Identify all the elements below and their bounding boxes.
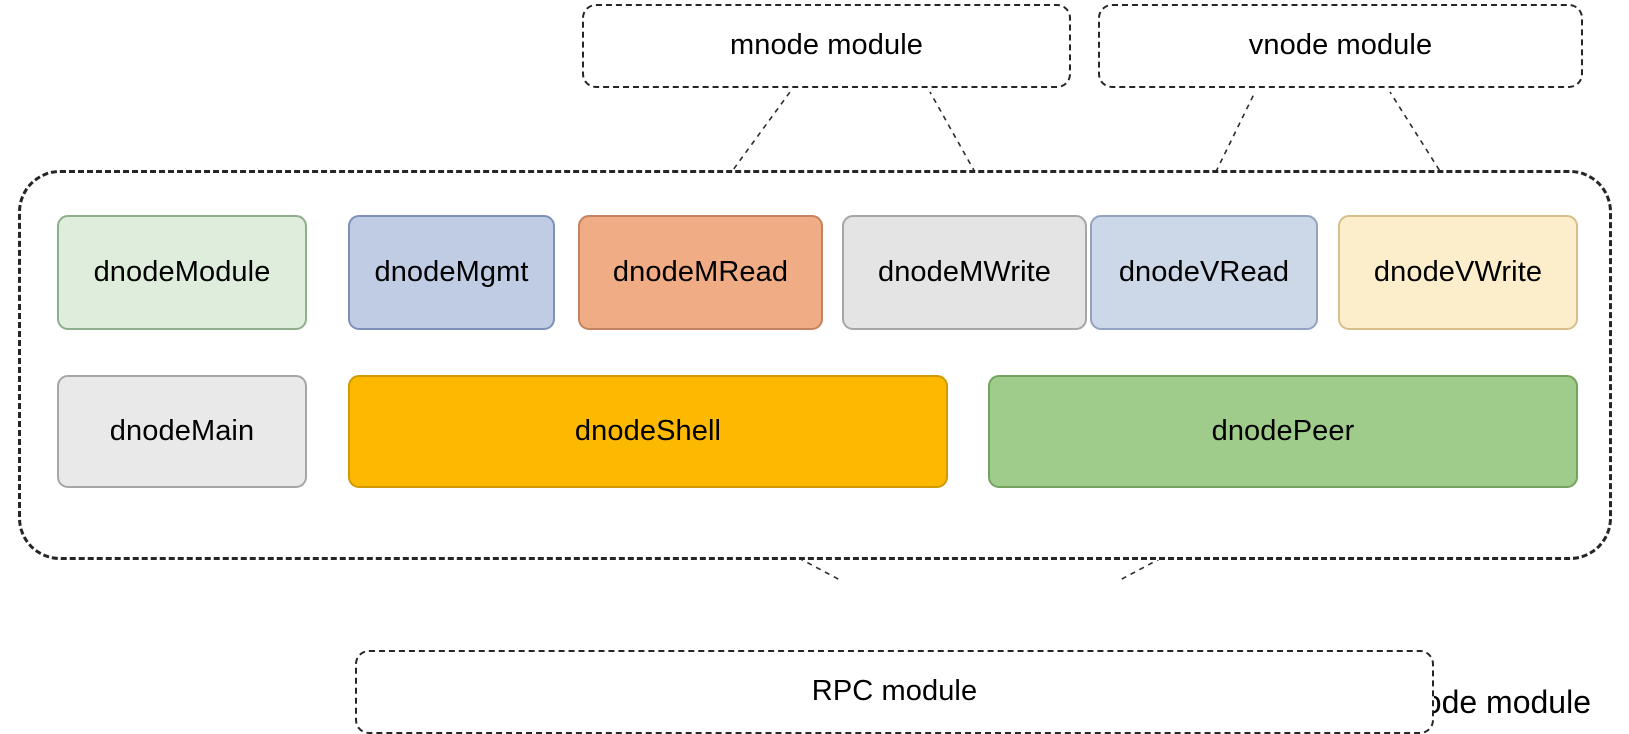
- node-dnodeMRead-label: dnodeMRead: [612, 255, 789, 288]
- node-dnodeMWrite-label: dnodeMWrite: [877, 255, 1052, 288]
- node-dnodePeer[interactable]: dnodePeer: [988, 375, 1578, 488]
- node-dnodeModule-label: dnodeModule: [93, 255, 271, 288]
- vnode-module[interactable]: vnode module: [1098, 4, 1583, 88]
- vnode-module-label: vnode module: [1248, 29, 1433, 62]
- node-dnodeMWrite[interactable]: dnodeMWrite: [842, 215, 1087, 330]
- node-dnodeMgmt[interactable]: dnodeMgmt: [348, 215, 555, 330]
- node-dnodeShell[interactable]: dnodeShell: [348, 375, 948, 488]
- node-dnodeVRead[interactable]: dnodeVRead: [1090, 215, 1318, 330]
- mnode-module-label: mnode module: [729, 29, 924, 62]
- node-dnodeMRead[interactable]: dnodeMRead: [578, 215, 823, 330]
- node-dnodeMgmt-label: dnodeMgmt: [374, 255, 529, 288]
- mnode-module[interactable]: mnode module: [582, 4, 1071, 88]
- node-dnodeShell-label: dnodeShell: [574, 414, 722, 447]
- node-dnodeVWrite-label: dnodeVWrite: [1373, 255, 1543, 288]
- node-dnodeModule[interactable]: dnodeModule: [57, 215, 307, 330]
- node-dnodeVRead-label: dnodeVRead: [1118, 255, 1290, 288]
- node-dnodeMain-label: dnodeMain: [109, 414, 255, 447]
- node-dnodePeer-label: dnodePeer: [1211, 414, 1355, 447]
- node-dnodeMain[interactable]: dnodeMain: [57, 375, 307, 488]
- rpc-module[interactable]: RPC module: [355, 650, 1434, 734]
- rpc-module-label: RPC module: [811, 675, 978, 708]
- node-dnodeVWrite[interactable]: dnodeVWrite: [1338, 215, 1578, 330]
